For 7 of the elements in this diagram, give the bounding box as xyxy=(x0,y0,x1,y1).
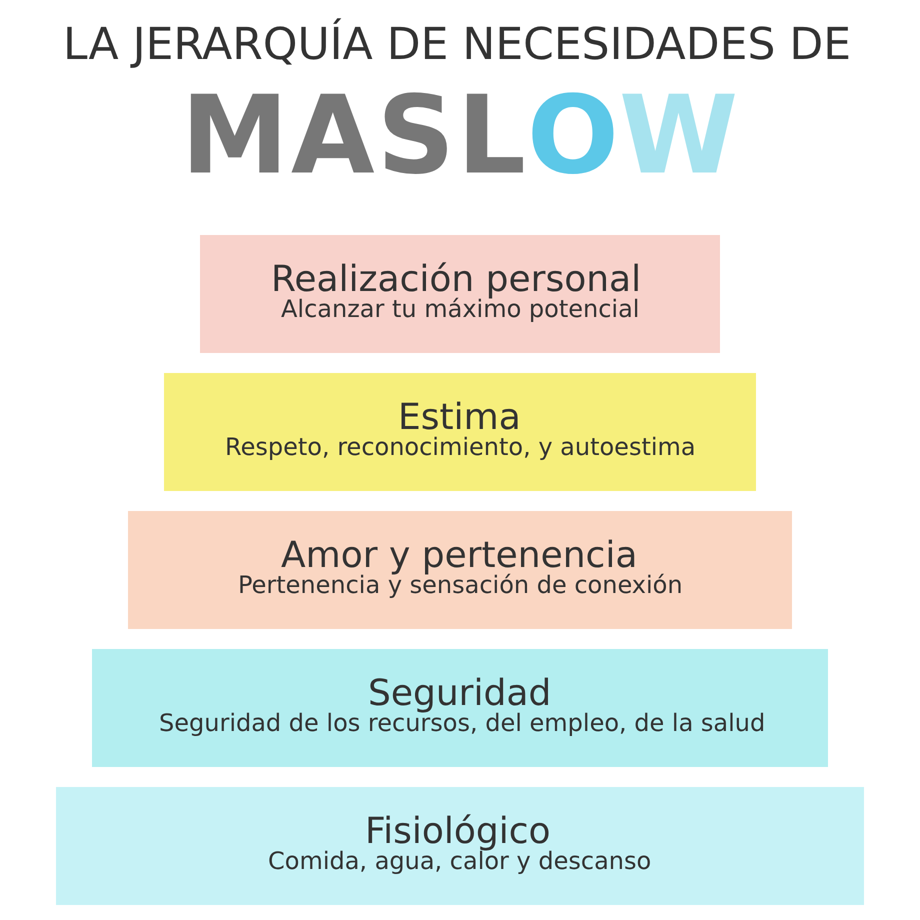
node-box: Estima Respeto, reconocimiento, y autoestima xyxy=(164,373,756,491)
diagram-title: LA JERARQUÍA DE NECESIDADES DE xyxy=(63,19,852,70)
node-box: Realización personal Alcanzar tu máximo potencial xyxy=(200,235,720,353)
node-box: Seguridad Seguridad de los recursos, del empleo, de la salud xyxy=(92,649,828,767)
node-box: Fisiológico Comida, agua, calor y descanso xyxy=(56,787,864,905)
label: MASLOW xyxy=(181,73,738,198)
node-box: Amor y pertenencia Pertenencia y sensación de conexión xyxy=(128,511,792,629)
